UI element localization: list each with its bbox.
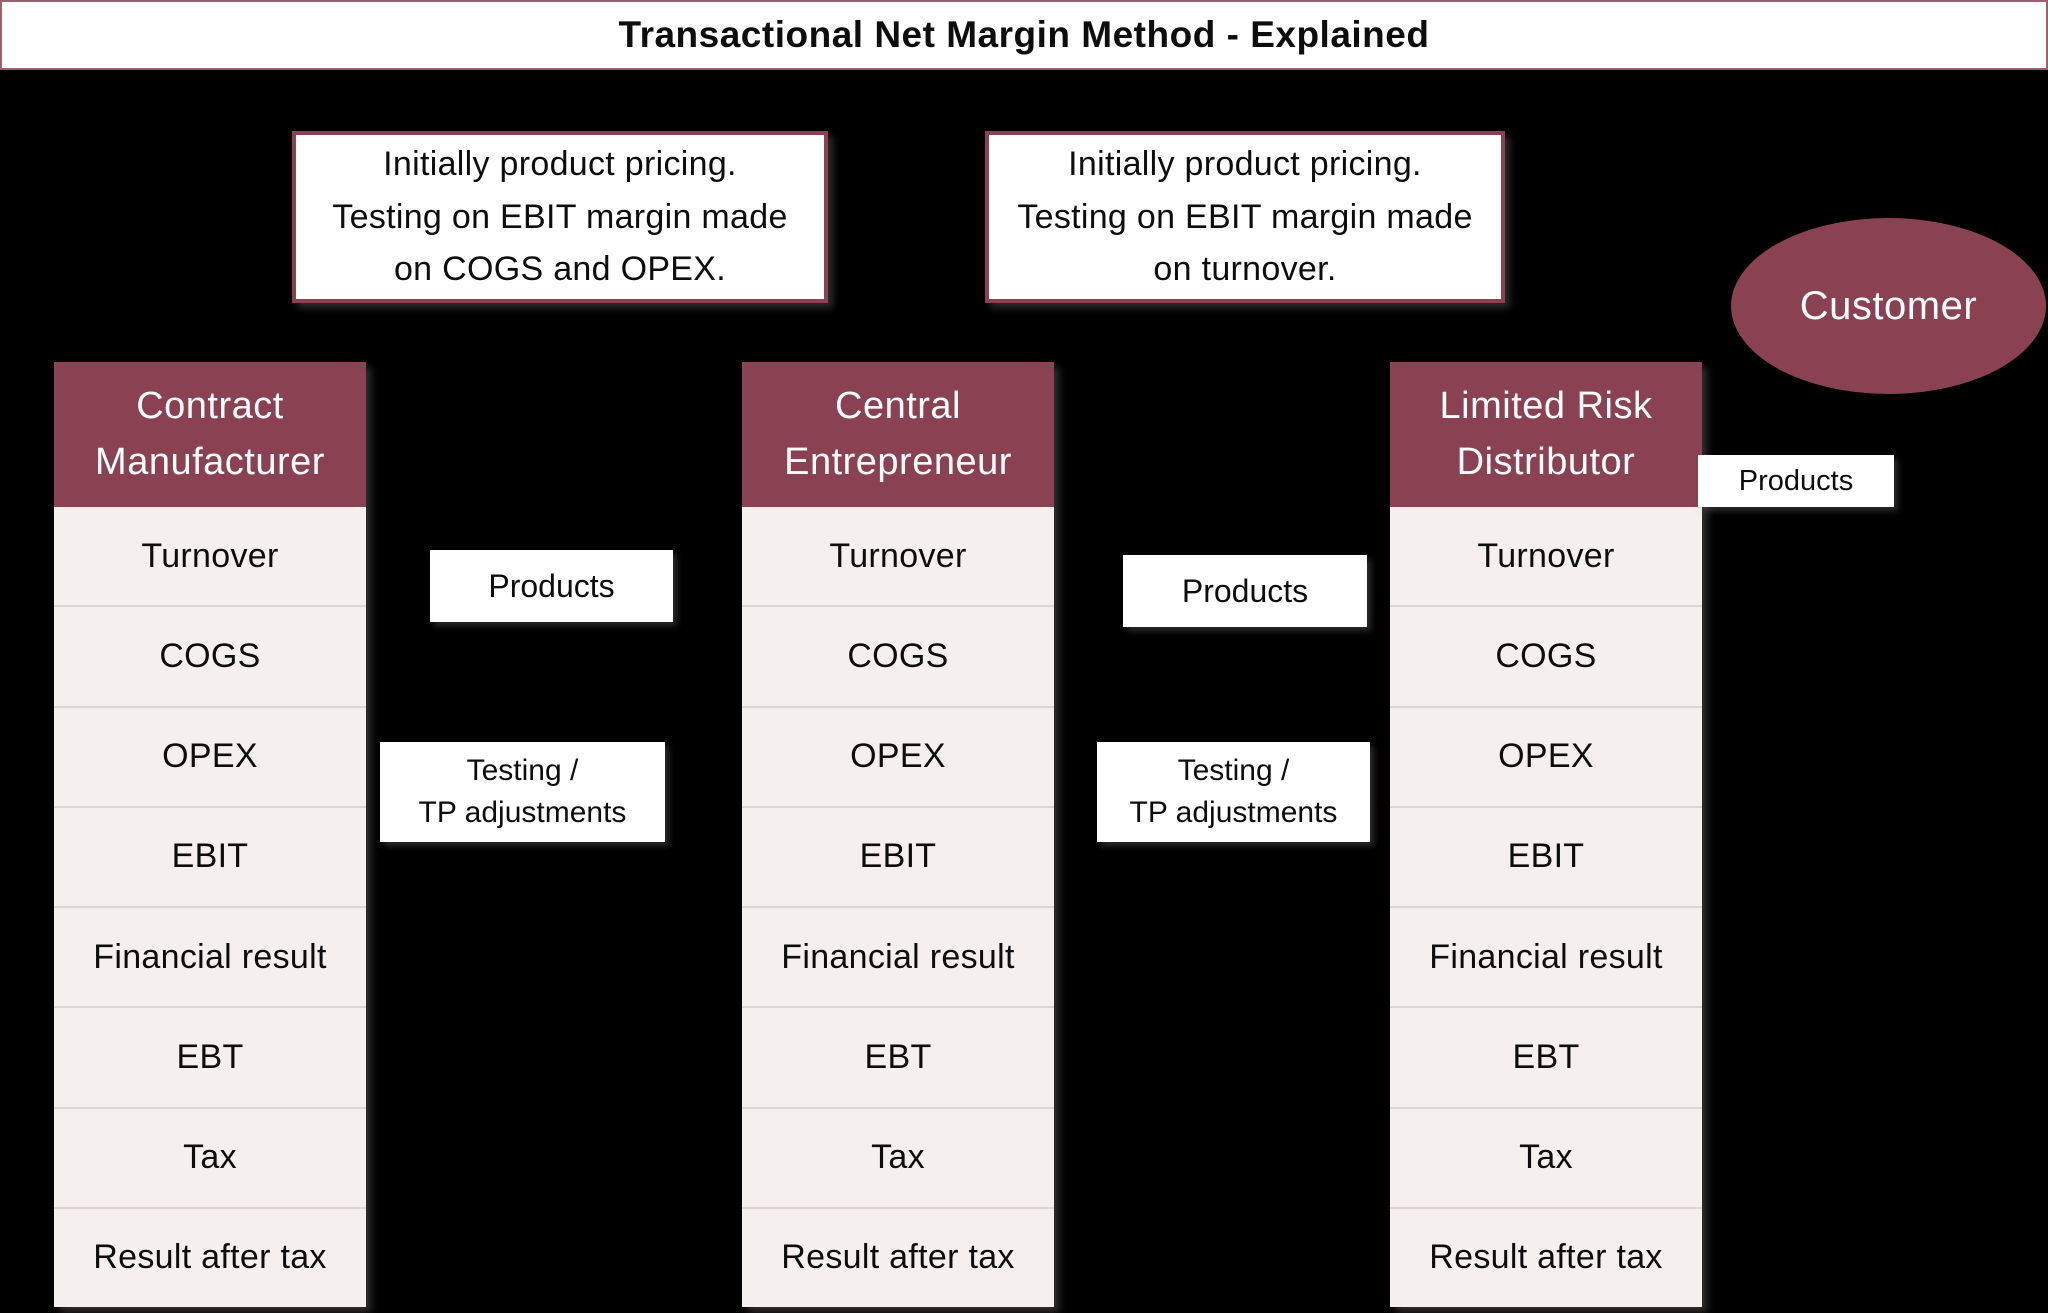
entity-row: Financial result [1390,906,1702,1006]
entity-row: Turnover [1477,536,1615,575]
entity-row: OPEX [54,705,366,806]
entity-row: Tax [742,1106,1054,1207]
products-label-lrd-customer: Products [1698,455,1894,507]
entity-header: Central Entrepreneur [742,362,1054,507]
entity-row: Result after tax [54,1206,366,1307]
products-label-ce-lrd: Products [1123,555,1367,627]
entity-header: Contract Manufacturer [54,362,366,507]
entity-row: Financial result [54,906,366,1006]
customer-ellipse: Customer [1731,218,2046,394]
entity-row: COGS [742,605,1054,705]
callout-turnover: Initially product pricing. Testing on EB… [985,131,1505,303]
entity-row: OPEX [742,705,1054,806]
entity-row: EBIT [1390,805,1702,906]
entity-row: Financial result [742,906,1054,1006]
callout-line: Testing on EBIT margin made [1017,197,1473,236]
entity-row: EBIT [742,805,1054,906]
testing-tp-adjustments-label-ce-lrd: Testing / TP adjustments [1097,742,1370,842]
testing-label-line: Testing / [466,754,579,787]
entity-row: Tax [1390,1106,1702,1207]
callout-line: on COGS and OPEX. [393,250,727,289]
callout-cogs-opex: Initially product pricing. Testing on EB… [292,131,828,303]
page-title: Transactional Net Margin Method - Explai… [618,14,1430,55]
entity-row: COGS [54,605,366,705]
callout-line: Testing on EBIT margin made [332,197,788,236]
customer-label: Customer [1799,283,1978,328]
testing-tp-adjustments-label-cm-ce: Testing / TP adjustments [380,742,665,842]
title-bar: Transactional Net Margin Method - Explai… [0,0,2048,70]
callout-line: Initially product pricing. [383,144,737,183]
products-label: Products [1738,464,1854,497]
callout-line: on turnover. [1153,250,1337,289]
entity-row: EBT [742,1006,1054,1106]
products-label: Products [488,567,615,604]
entity-row: OPEX [1390,705,1702,806]
entity-row: COGS [1390,605,1702,705]
testing-label-line: TP adjustments [418,796,627,829]
entity-row: Result after tax [742,1206,1054,1307]
testing-label-line: Testing / [1177,754,1290,787]
entity-row: EBIT [54,805,366,906]
entity-row: EBT [1390,1006,1702,1106]
entity-row: Turnover [829,536,967,575]
entity-header: Limited Risk Distributor [1390,362,1702,507]
entity-row: Tax [54,1106,366,1207]
callout-line: Initially product pricing. [1068,144,1422,183]
testing-label-line: TP adjustments [1129,796,1338,829]
products-label: Products [1181,572,1309,609]
entity-row: Turnover [141,536,279,575]
entity-row: Result after tax [1390,1206,1702,1307]
products-label-cm-ce: Products [430,550,673,622]
entity-row: EBT [54,1006,366,1106]
